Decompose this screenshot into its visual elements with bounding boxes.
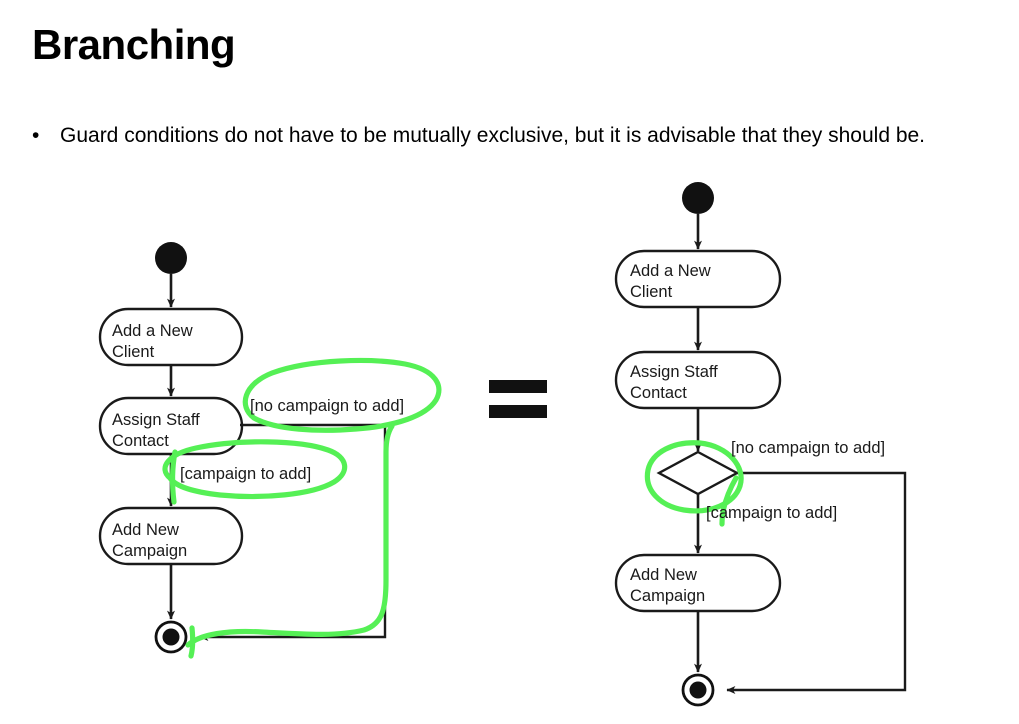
bullet-list-item: • Guard conditions do not have to be mut… [32,120,962,151]
ann-trace-left-return-path [185,423,395,648]
right-decision-diamond-node [656,450,740,496]
green-highlight-annotations [162,357,744,659]
left-activity-node-add-new-campaign [98,506,244,566]
left-activity-node-add-a-new-client [98,307,244,367]
right-activity-node-add-a-new-client [614,249,782,309]
bullet-body-text: Guard conditions do not have to be mutua… [60,124,926,147]
equals-bar-top [489,380,547,393]
right-diagram [614,182,907,707]
left-initial-node-icon [155,242,187,274]
ann-stroke-left-final-tick [188,625,196,659]
equals-bar-bottom [489,405,547,418]
right-activity-node-assign-staff-contact [614,350,782,410]
right-final-node-inner-dot [689,681,707,699]
ann-ellipse-left-guard-campaign [162,439,348,500]
right-initial-node-icon [682,182,714,214]
ann-ellipse-left-guard-no-campaign [242,357,442,433]
left-diagram [98,242,387,654]
right-activity-node-add-new-campaign [614,553,782,613]
left-final-node-inner-dot [162,628,180,646]
equals-sign [489,380,547,418]
ann-stroke-right-decision-tail [719,475,739,527]
right-transition-guard-no-campaign-to-add [726,471,907,694]
page-title: Branching [32,21,236,68]
ann-stroke-left-branch-tick [170,449,178,505]
ann-ellipse-right-decision [644,440,744,514]
bullet-marker-icon: • [32,124,40,147]
